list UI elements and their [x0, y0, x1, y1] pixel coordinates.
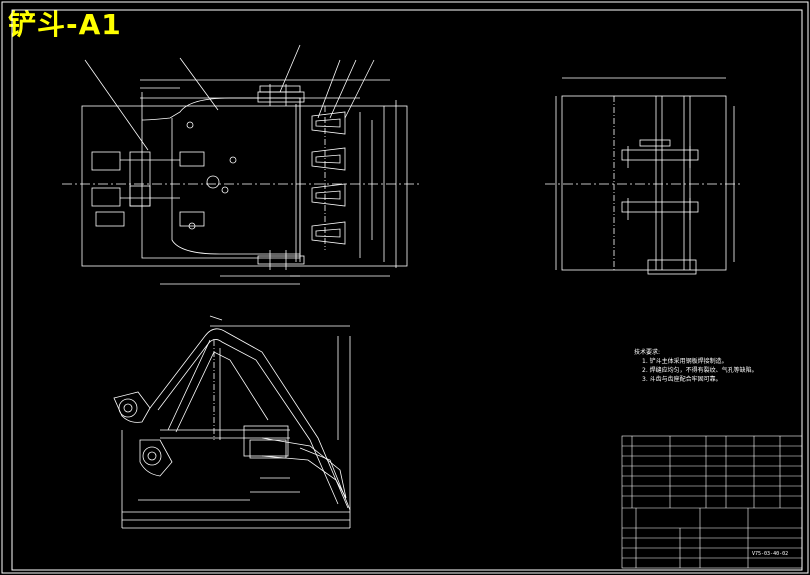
bucket-teeth	[311, 106, 346, 250]
section-view	[113, 315, 351, 529]
tech-requirement-item: 1. 铲斗主体采用钢板焊接制造。	[642, 358, 728, 365]
tech-requirement-item: 3. 斗齿与齿座配合牢固可靠。	[642, 376, 722, 383]
tech-requirements-heading: 技术要求:	[634, 349, 661, 356]
drawing-number: V75-03-40-02	[752, 551, 789, 557]
title-block	[621, 435, 803, 569]
drawing-title: 铲斗-A1	[8, 8, 122, 41]
side-view	[545, 77, 740, 275]
sheet-inner-border	[11, 9, 803, 571]
front-view	[62, 44, 420, 285]
tech-requirements: 技术要求: 1. 铲斗主体采用钢板焊接制造。 2. 焊缝应均匀，不得有裂纹、气孔…	[634, 348, 758, 384]
tech-requirement-item: 2. 焊缝应均匀，不得有裂纹、气孔等缺陷。	[642, 367, 758, 374]
